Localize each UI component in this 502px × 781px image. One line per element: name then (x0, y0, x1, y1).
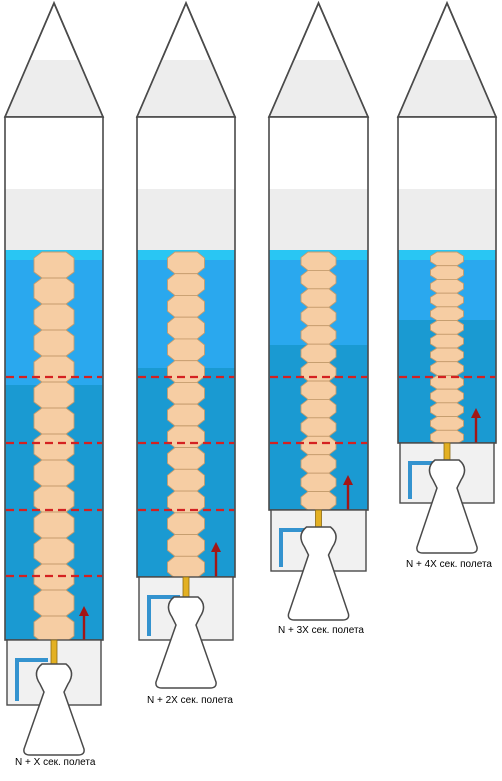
cell-segment (167, 555, 205, 579)
cell-segment (300, 306, 337, 327)
upper-body-shade (5, 189, 103, 250)
upper-body-shade (137, 189, 235, 250)
cell-segment (300, 491, 337, 511)
nozzle-bell (416, 459, 478, 554)
cell-segment (300, 435, 337, 456)
upper-body-shade (269, 189, 368, 250)
cell-segment (33, 277, 75, 305)
cell-segment (430, 429, 464, 445)
cell-segment (33, 329, 75, 357)
cell-segment (430, 333, 464, 349)
cell-segment (167, 447, 205, 470)
cell-segment (300, 362, 337, 382)
cell-segment (167, 295, 205, 318)
rocket-stage-2 (135, 0, 237, 689)
cell-segment (430, 292, 464, 308)
thrust-arrow-head (211, 542, 221, 552)
cell-segment (430, 306, 464, 322)
nose-cone-shade (399, 60, 495, 116)
rocket-stage-3 (267, 0, 370, 621)
cell-segment (33, 459, 75, 487)
cell-segment (167, 425, 205, 449)
feed-pipe (408, 461, 441, 499)
cell-segment (33, 381, 75, 409)
feed-pipe (279, 528, 313, 567)
cell-segment (430, 402, 464, 418)
nose-cone-shade (138, 60, 234, 116)
cell-segment (300, 269, 337, 290)
cell-segment (33, 511, 75, 539)
cell-segment (33, 485, 75, 513)
cell-segment (33, 537, 75, 565)
cell-segment (167, 468, 205, 492)
rocket-stage-4 (396, 0, 498, 554)
cell-segment (430, 265, 464, 280)
cell-segment (167, 338, 205, 362)
nozzle-neck (315, 509, 322, 528)
cell-segment (430, 320, 464, 335)
thrust-arrow-head (79, 606, 89, 616)
cell-segment (167, 273, 205, 296)
cell-segment (167, 360, 205, 383)
cell-segment (300, 343, 337, 364)
cell-segment (33, 433, 75, 461)
cell-segment (300, 472, 337, 493)
cell-segment (167, 490, 205, 514)
caption-stage-1: N + X сек. полета (15, 757, 96, 768)
cell-segment (167, 251, 205, 275)
caption-stage-4: N + 4X сек. полета (406, 559, 492, 570)
cell-segment (430, 347, 464, 363)
nozzle-neck (443, 442, 451, 461)
cell-segment (300, 454, 337, 474)
thrust-arrow-head (343, 475, 353, 485)
nozzle-bell (155, 596, 217, 689)
cell-segment (300, 251, 337, 271)
caption-stage-3: N + 3X сек. полета (278, 625, 364, 636)
nose-cone-shade (270, 60, 367, 116)
cell-segment (300, 398, 337, 419)
cell-segment (33, 303, 75, 331)
nozzle-bell (23, 663, 85, 756)
rocket-stage-1 (3, 0, 105, 756)
nozzle-neck (182, 576, 190, 598)
nozzle-neck (50, 639, 58, 665)
cell-segment (33, 407, 75, 435)
nose-cone-shade (6, 60, 102, 116)
cell-segment (167, 512, 205, 535)
feed-pipe (147, 595, 180, 636)
cell-segment (167, 381, 205, 405)
upper-body-shade (398, 189, 496, 250)
cell-segment (430, 278, 464, 294)
feed-pipe (15, 658, 48, 701)
thrust-arrow-head (471, 408, 481, 418)
cell-segment (430, 388, 464, 404)
nozzle-bell (287, 526, 350, 621)
cell-segment (300, 325, 337, 345)
cell-segment (430, 251, 464, 267)
caption-stage-2: N + 2X сек. полета (147, 695, 233, 706)
cell-segment (167, 316, 205, 340)
cell-segment (430, 361, 464, 376)
cell-segment (430, 416, 464, 431)
cell-segment (167, 403, 205, 427)
cell-segment (33, 589, 75, 617)
cell-segment (300, 288, 337, 308)
cell-segment (33, 615, 75, 643)
cell-segment (300, 417, 337, 437)
cell-segment (33, 251, 75, 279)
cell-segment (167, 534, 205, 557)
cell-segment (300, 380, 337, 400)
